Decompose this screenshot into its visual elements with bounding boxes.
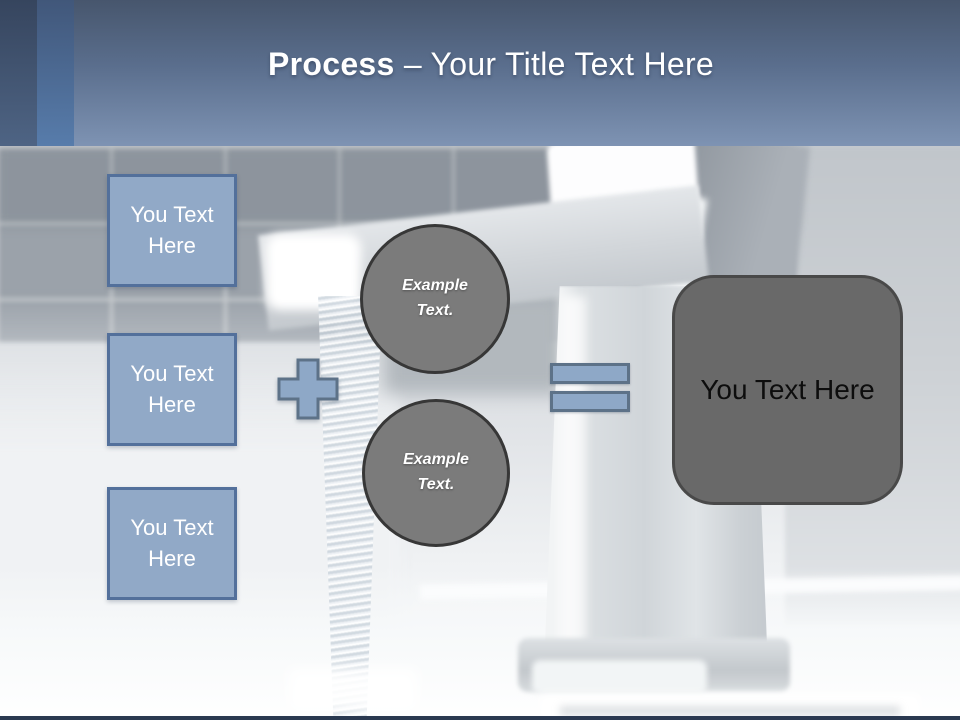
title-keyword: Process bbox=[267, 46, 395, 82]
photo-faucet-body-highlight bbox=[560, 296, 586, 656]
result-box[interactable]: You Text Here bbox=[672, 275, 903, 505]
placeholder-box-3[interactable]: You Text Here bbox=[107, 487, 237, 600]
photo-faucet-base-highlight bbox=[532, 660, 707, 694]
photo-base-reflection-shadow bbox=[560, 706, 900, 716]
slide-title: Process – Your Title Text Here bbox=[0, 46, 960, 83]
placeholder-box-1-label: You Text Here bbox=[130, 201, 214, 258]
header-stripe-medium bbox=[37, 0, 74, 146]
slide-header: Process – Your Title Text Here bbox=[0, 0, 960, 146]
example-circle-1[interactable]: Example Text. bbox=[360, 224, 510, 374]
example-circle-1-label: Example Text. bbox=[402, 277, 468, 319]
equals-bar-bottom bbox=[550, 391, 630, 412]
equals-icon[interactable] bbox=[550, 363, 630, 412]
result-box-label: You Text Here bbox=[700, 374, 875, 405]
equals-bar-top bbox=[550, 363, 630, 384]
placeholder-box-2-label: You Text Here bbox=[130, 360, 214, 417]
placeholder-box-1[interactable]: You Text Here bbox=[107, 174, 237, 287]
example-circle-2[interactable]: Example Text. bbox=[362, 399, 510, 547]
photo-water-splash bbox=[288, 668, 418, 712]
placeholder-box-3-label: You Text Here bbox=[130, 514, 214, 571]
title-subtitle: – Your Title Text Here bbox=[394, 46, 715, 82]
photo-base-reflection bbox=[540, 694, 920, 717]
placeholder-box-2[interactable]: You Text Here bbox=[107, 333, 237, 446]
footer-bar bbox=[0, 716, 960, 720]
header-stripe-dark bbox=[0, 0, 37, 146]
example-circle-2-label: Example Text. bbox=[403, 451, 469, 493]
plus-icon[interactable] bbox=[277, 358, 339, 420]
